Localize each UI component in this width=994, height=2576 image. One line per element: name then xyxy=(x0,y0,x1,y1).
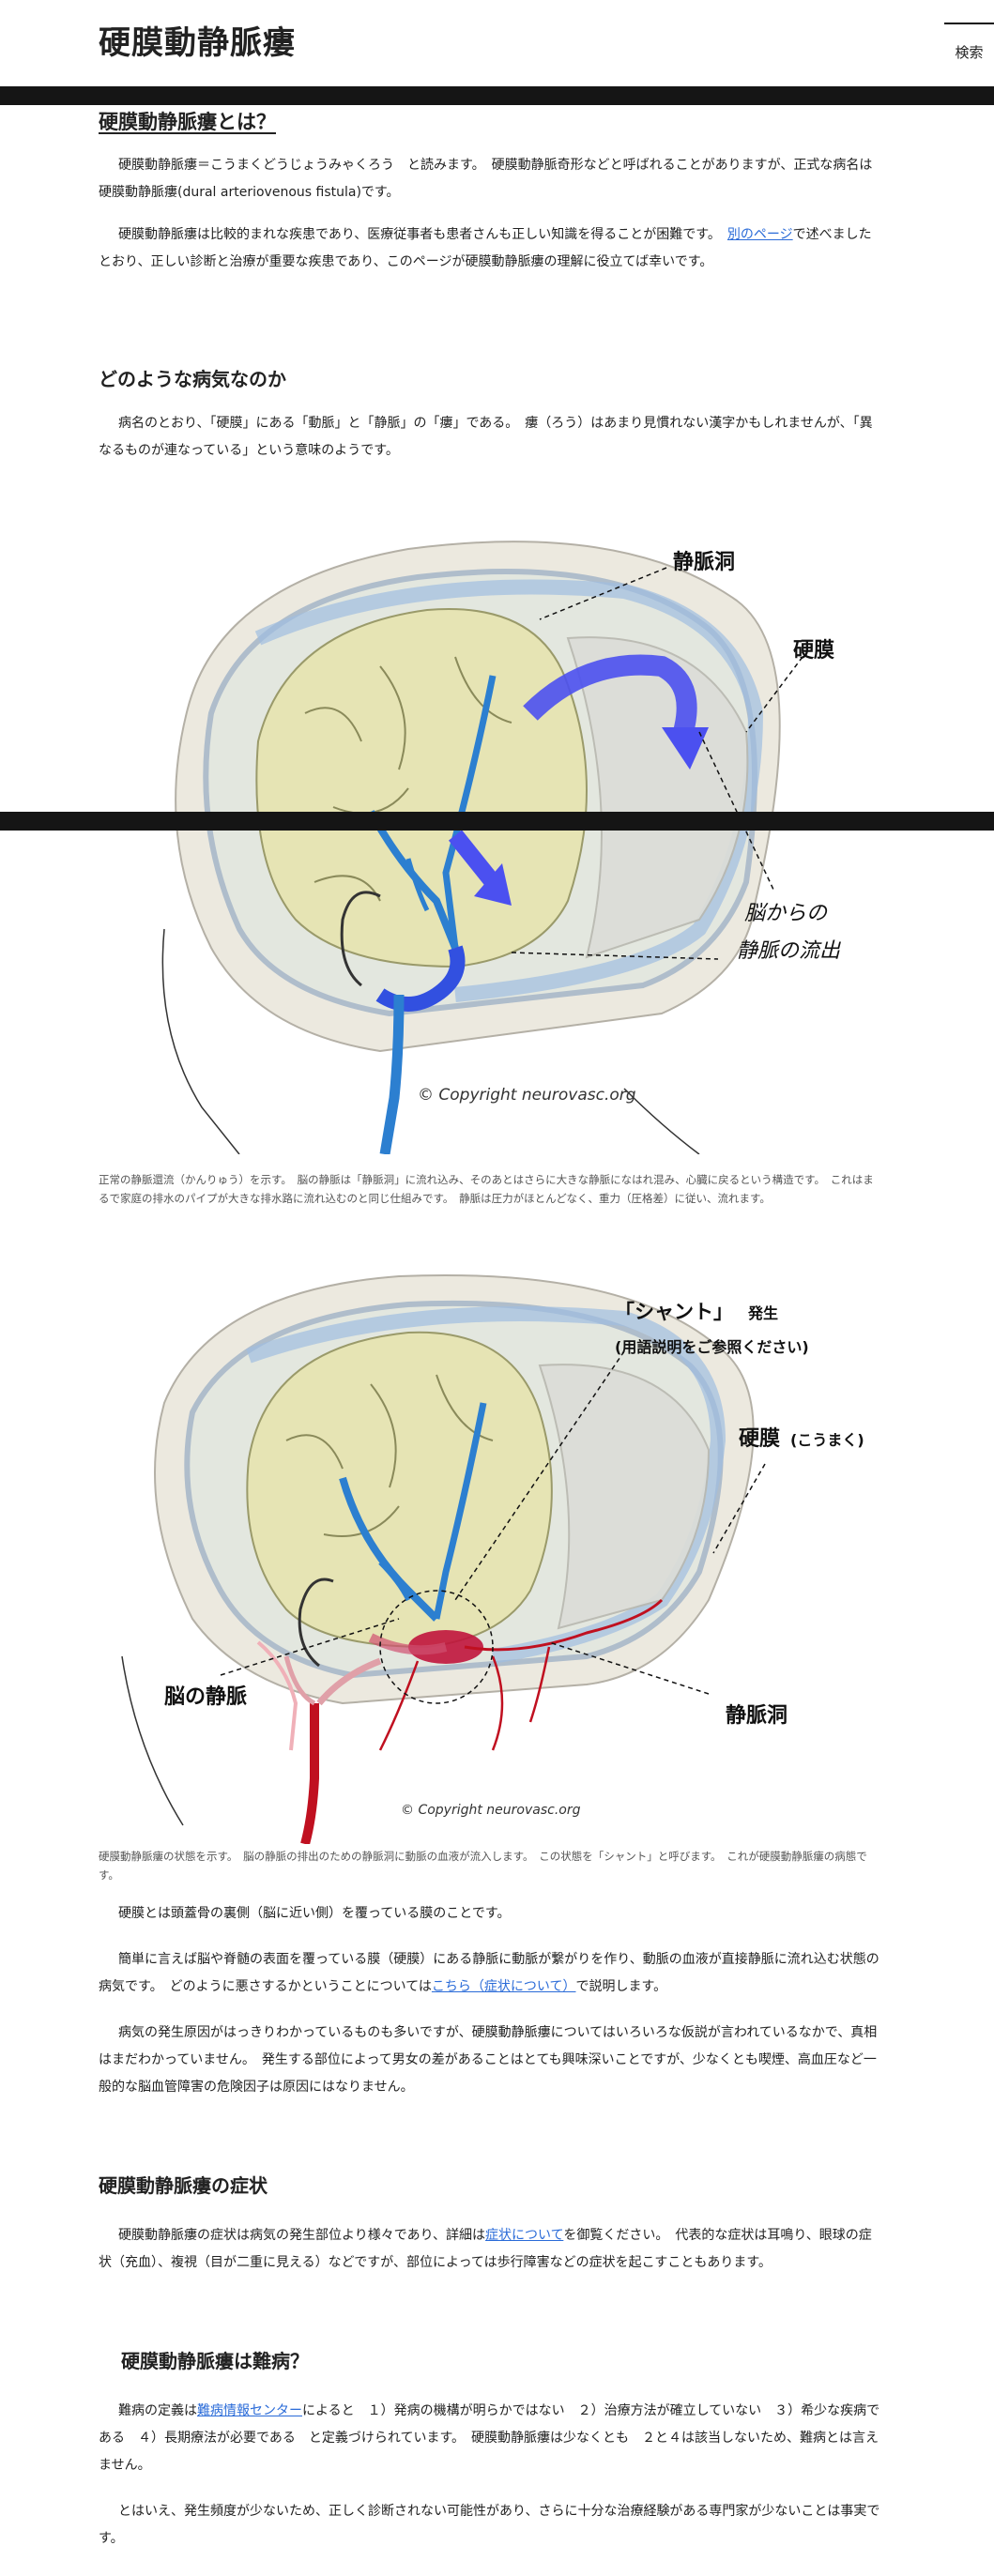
figure1-copyright: © Copyright neurovasc.org xyxy=(418,1086,636,1105)
intractable-paragraph-1: 難病の定義は難病情報センターによると １）発病の機構が明らかではない ２）治療方… xyxy=(99,2398,882,2479)
figure2-dural-avf: 「シャント」 発生 (用語説明をご参照ください) 硬膜 (こうまく) 脳の静脈 … xyxy=(121,1273,864,1844)
symptoms-section: 硬膜動静脈瘻の症状 硬膜動静脈瘻の症状は病気の発生部位より様々であり、詳細は症状… xyxy=(99,2171,882,2277)
mid-divider-bar xyxy=(0,812,994,831)
what-heading: どのような病気なのか xyxy=(99,368,286,390)
label-brain-vein: 脳の静脈 xyxy=(164,1684,247,1709)
body-paragraph-2: 簡単に言えば脳や脊髄の表面を覆っている膜（硬膜）にある静脈に動脈が繋がりを作り、… xyxy=(99,1946,882,2001)
intractable-section: 硬膜動静脈瘻は難病？ 難病の定義は難病情報センターによると １）発病の機構が明ら… xyxy=(99,2346,882,2553)
intro-p2-text: 硬膜動静脈瘻は比較的まれな疾患であり、医療従事者も患者さんも正しい知識を得ること… xyxy=(118,227,727,242)
intractable-text-after: によると １）発病の機構が明らかではない ２）治療方法が確立していない ３）希少… xyxy=(99,2403,880,2473)
intro-heading: 硬膜動静脈瘻とは？ xyxy=(99,111,276,133)
symptoms-paragraph: 硬膜動静脈瘻の症状は病気の発生部位より様々であり、詳細は症状についてを御覧くださ… xyxy=(99,2222,882,2277)
intro-paragraph-2: 硬膜動静脈瘻は比較的まれな疾患であり、医療従事者も患者さんも正しい知識を得ること… xyxy=(99,221,882,276)
intractable-text: 難病の定義は xyxy=(118,2403,197,2418)
intro-paragraph-1: 硬膜動静脈瘻＝こうまくどうじょうみゃくろう と読みます。 硬膜動静脈奇形などと呼… xyxy=(99,158,873,200)
body-p2-text: 簡単に言えば脳や脊髄の表面を覆っている膜（硬膜）にある静脈に動脈が繋がりを作り、… xyxy=(99,1952,879,1994)
figure1-caption-block: 正常の静脈還流（かんりゅう）を示す。 脳の静脈は「静脈洞」に流れ込み、そのあとは… xyxy=(99,1170,882,1208)
what-paragraph-1: 病名のとおり、「硬膜」にある「動脈」と「静脈」の「瘻」である。 瘻（ろう）はあま… xyxy=(99,416,873,458)
body-p2-text-after: で説明します。 xyxy=(575,1979,667,1994)
figure2-caption: 硬膜動静脈瘻の状態を示す。 脳の静脈の排出のための静脈洞に動脈の血液が流入します… xyxy=(99,1850,867,1882)
figure1-normal-venous-drainage: 静脈洞 硬膜 脳からの 静脈の流出 © Copyright neurovasc.… xyxy=(161,541,841,1154)
search-button[interactable]: 検索 xyxy=(944,23,994,84)
intro-p2-text-after: で述べましたとおり、正しい診断と治療が重要な疾患であり、このページが硬膜動静脈瘻… xyxy=(99,227,872,269)
intractable-heading: 硬膜動静脈瘻は難病？ xyxy=(121,2350,309,2372)
label-shunt: 「シャント」 xyxy=(615,1301,733,1323)
what-section: どのような病気なのか 病名のとおり、「硬膜」にある「動脈」と「静脈」の「瘻」であ… xyxy=(99,364,882,465)
symptoms-link-1[interactable]: こちら（症状について） xyxy=(431,1979,576,1994)
symptoms-link-2[interactable]: 症状について xyxy=(485,2228,564,2243)
label-sinus: 静脈洞 xyxy=(673,550,735,574)
label-outflow-1: 脳からの xyxy=(744,902,829,925)
intro-section: 硬膜動静脈瘻とは？ 硬膜動静脈瘻＝こうまくどうじょうみゃくろう と読みます。 硬… xyxy=(99,107,882,276)
label-dura: 硬膜 xyxy=(793,639,834,663)
figure2-copyright: © Copyright neurovasc.org xyxy=(401,1803,581,1818)
label-shunt-suffix: 発生 xyxy=(747,1304,778,1322)
label-dura-reading: (こうまく) xyxy=(790,1431,864,1449)
symptoms-text-after: を御覧ください。 代表的な症状は耳鳴り、眼球の症状（充血）、複視（目が二重に見え… xyxy=(99,2228,872,2270)
site-title: 硬膜動静脈瘻 xyxy=(99,24,296,62)
nanbyou-center-link[interactable]: 難病情報センター xyxy=(197,2403,302,2418)
label-dura-2: 硬膜 xyxy=(739,1427,780,1451)
body-section: 硬膜とは頭蓋骨の裏側（脳に近い側）を覆っている膜のことです。 簡単に言えば脳や脊… xyxy=(99,1900,882,2101)
label-sinus-2: 静脈洞 xyxy=(726,1703,788,1728)
label-outflow-2: 静脈の流出 xyxy=(737,939,841,963)
body-paragraph-1: 硬膜とは頭蓋骨の裏側（脳に近い側）を覆っている膜のことです。 xyxy=(118,1906,511,1921)
header-divider-bar xyxy=(0,86,994,105)
body-paragraph-3: 病気の発生原因がはっきりわかっているものも多いですが、硬膜動静脈瘻についてはいろ… xyxy=(99,2025,878,2095)
symptoms-text: 硬膜動静脈瘻の症状は病気の発生部位より様々であり、詳細は xyxy=(118,2228,486,2243)
other-page-link[interactable]: 別のページ xyxy=(726,227,793,242)
label-shunt-note: (用語説明をご参照ください) xyxy=(615,1338,809,1356)
figure2-caption-block: 硬膜動静脈瘻の状態を示す。 脳の静脈の排出のための静脈洞に動脈の血液が流入します… xyxy=(99,1847,882,1884)
intractable-paragraph-2: とはいえ、発生頻度が少ないため、正しく診断されない可能性があり、さらに十分な治療… xyxy=(99,2504,880,2546)
symptoms-heading: 硬膜動静脈瘻の症状 xyxy=(99,2174,268,2197)
figure1-caption: 正常の静脈還流（かんりゅう）を示す。 脳の静脈は「静脈洞」に流れ込み、そのあとは… xyxy=(99,1173,874,1205)
